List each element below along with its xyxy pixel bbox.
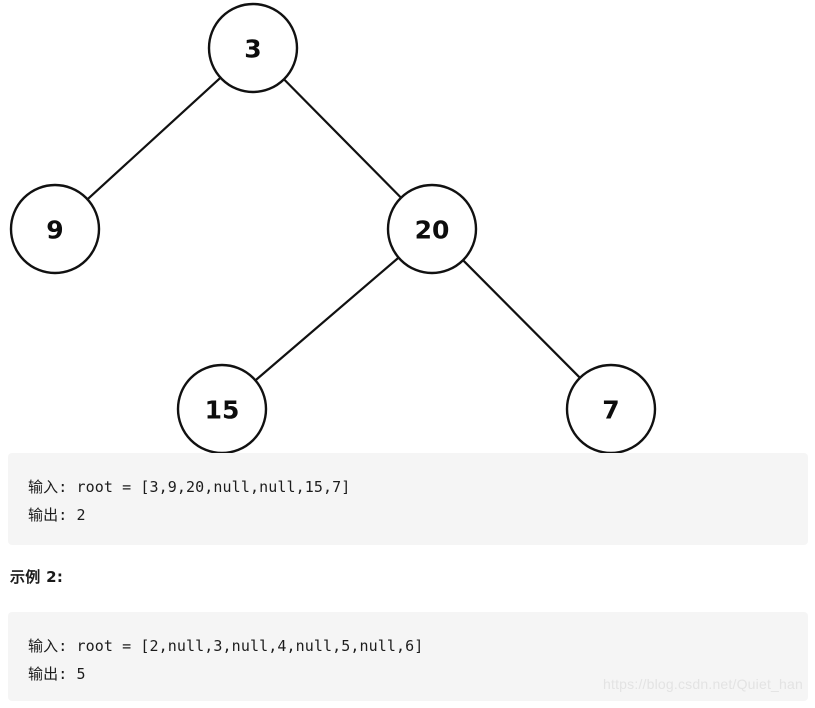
binary-tree-svg: 3 9 20 15 7 — [9, 2, 657, 455]
tree-edge-group — [86, 76, 582, 382]
tree-edge-right-to-right-left — [254, 256, 400, 382]
example-2-input-line: 输入: root = [2,null,3,null,4,null,5,null,… — [28, 637, 424, 655]
tree-node-15: 15 — [176, 363, 268, 455]
tree-node-circle-20 — [386, 183, 478, 275]
tree-node-group: 3 9 20 15 7 — [9, 2, 657, 455]
tree-node-circle-9 — [9, 183, 101, 275]
tree-node-label-20: 20 — [415, 216, 450, 245]
example-1-code-block: 输入: root = [3,9,20,null,null,15,7] 输出: 2 — [8, 453, 808, 545]
tree-node-label-7: 7 — [602, 396, 619, 425]
tree-node-circle-3 — [207, 2, 299, 94]
tree-edge-root-to-left — [86, 76, 222, 201]
csdn-watermark: https://blog.csdn.net/Quiet_han — [603, 676, 803, 692]
tree-node-20: 20 — [386, 183, 478, 275]
tree-node-3: 3 — [207, 2, 299, 94]
tree-edge-right-to-right-right — [461, 259, 582, 379]
example-2-heading: 示例 2: — [10, 568, 64, 586]
example-2-code-block: 输入: root = [2,null,3,null,4,null,5,null,… — [8, 612, 808, 701]
example-1-input-line: 输入: root = [3,9,20,null,null,15,7] — [28, 478, 351, 496]
tree-edge-root-to-right — [282, 78, 403, 199]
tree-node-9: 9 — [9, 183, 101, 275]
tree-node-label-9: 9 — [46, 216, 63, 245]
example-1-output-line: 输出: 2 — [28, 506, 86, 524]
tree-node-label-15: 15 — [205, 396, 240, 425]
tree-node-7: 7 — [565, 363, 657, 455]
example-2-output-line: 输出: 5 — [28, 665, 86, 683]
tree-node-label-3: 3 — [244, 35, 261, 64]
binary-tree-figure: 3 9 20 15 7 — [9, 2, 657, 455]
